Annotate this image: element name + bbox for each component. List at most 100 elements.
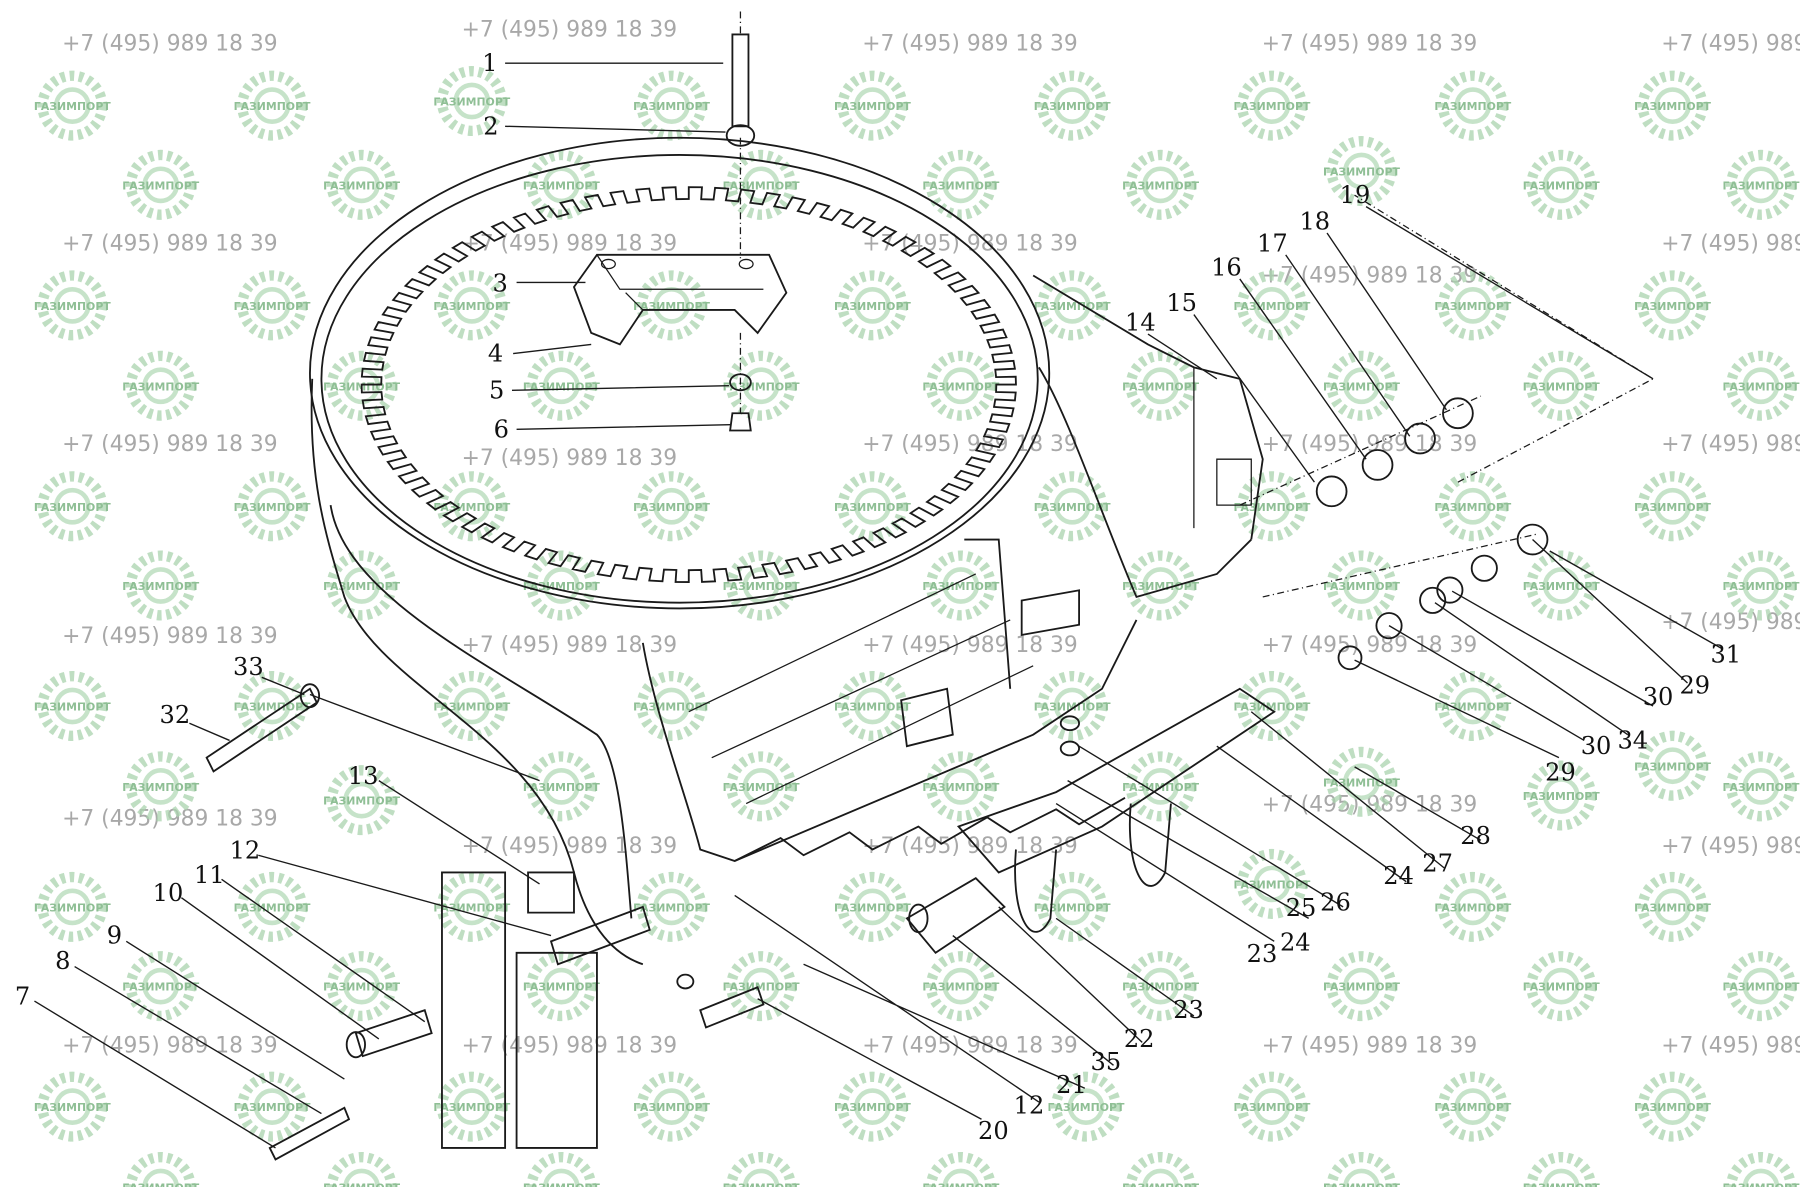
svg-text:ГАЗИМПОРТ: ГАЗИМПОРТ — [1434, 501, 1511, 514]
svg-text:ГАЗИМПОРТ: ГАЗИМПОРТ — [234, 901, 311, 914]
watermark-logo: ГАЗИМПОРТ — [523, 1151, 600, 1187]
svg-text:ГАЗИМПОРТ: ГАЗИМПОРТ — [1034, 701, 1111, 714]
watermark-logo: ГАЗИМПОРТ — [1234, 70, 1311, 141]
watermark-logo: ГАЗИМПОРТ — [1122, 149, 1200, 220]
watermark-logo: ГАЗИМПОРТ — [1523, 1151, 1600, 1187]
watermark-phone: +7 (495) 989 18 39 — [1262, 633, 1478, 658]
watermark-logo: ГАЗИМПОРТ — [1323, 350, 1400, 421]
part-label: 31 — [1710, 640, 1741, 668]
part-label: 30 — [1643, 683, 1674, 711]
watermark-phone: +7 (495) 989 18 39 — [62, 1034, 278, 1059]
svg-text:ГАЗИМПОРТ: ГАЗИМПОРТ — [323, 1182, 400, 1187]
part-label: 12 — [1014, 1092, 1045, 1120]
svg-text:ГАЗИМПОРТ: ГАЗИМПОРТ — [34, 300, 111, 313]
watermark-logo: ГАЗИМПОРТ — [122, 751, 200, 822]
part-label: 4 — [488, 340, 503, 368]
svg-text:ГАЗИМПОРТ: ГАЗИМПОРТ — [1723, 179, 1800, 192]
svg-text:ГАЗИМПОРТ: ГАЗИМПОРТ — [1034, 300, 1111, 313]
svg-text:ГАЗИМПОРТ: ГАЗИМПОРТ — [1434, 1101, 1511, 1114]
watermark-logo: ГАЗИМПОРТ — [1434, 1071, 1512, 1142]
part-label: 3 — [492, 270, 507, 298]
watermark-logo: ГАЗИМПОРТ — [723, 550, 800, 621]
watermark-logo: ГАЗИМПОРТ — [1523, 350, 1600, 421]
svg-text:ГАЗИМПОРТ: ГАЗИМПОРТ — [1723, 981, 1800, 994]
watermark-logo: ГАЗИМПОРТ — [633, 670, 711, 742]
watermark-phone: +7 (495) 989 18 39 — [862, 834, 1078, 859]
svg-text:ГАЗИМПОРТ: ГАЗИМПОРТ — [433, 300, 510, 313]
watermark-logo: ГАЗИМПОРТ — [633, 1071, 711, 1142]
svg-text:ГАЗИМПОРТ: ГАЗИМПОРТ — [34, 100, 111, 113]
watermark-logo: ГАЗИМПОРТ — [1122, 1151, 1200, 1187]
svg-text:ГАЗИМПОРТ: ГАЗИМПОРТ — [323, 179, 400, 192]
svg-text:ГАЗИМПОРТ: ГАЗИМПОРТ — [1234, 300, 1311, 313]
svg-text:ГАЗИМПОРТ: ГАЗИМПОРТ — [122, 179, 199, 192]
part-label: 7 — [15, 982, 30, 1010]
svg-text:ГАЗИМПОРТ: ГАЗИМПОРТ — [1234, 879, 1311, 892]
svg-text:ГАЗИМПОРТ: ГАЗИМПОРТ — [1122, 580, 1199, 593]
watermark-logo: ГАЗИМПОРТ — [323, 1151, 401, 1187]
watermark-logo: ГАЗИМПОРТ — [34, 670, 111, 742]
svg-text:ГАЗИМПОРТ: ГАЗИМПОРТ — [234, 501, 311, 514]
watermark-logo: ГАЗИМПОРТ — [234, 270, 311, 341]
watermark-logo: ГАЗИМПОРТ — [723, 350, 800, 421]
svg-text:ГАЗИМПОРТ: ГАЗИМПОРТ — [122, 781, 199, 794]
watermark-phone: +7 (495) 989 18 39 — [462, 446, 678, 471]
part-label: 25 — [1286, 894, 1317, 922]
svg-text:ГАЗИМПОРТ: ГАЗИМПОРТ — [834, 1101, 911, 1114]
svg-text:ГАЗИМПОРТ: ГАЗИМПОРТ — [1122, 1182, 1199, 1187]
watermark-logo: ГАЗИМПОРТ — [922, 149, 1000, 220]
watermark-logo: ГАЗИМПОРТ — [834, 871, 911, 942]
svg-text:ГАЗИМПОРТ: ГАЗИМПОРТ — [633, 300, 710, 313]
svg-text:ГАЗИМПОРТ: ГАЗИМПОРТ — [122, 981, 199, 994]
part-label: 6 — [494, 415, 509, 443]
watermark-layer: +7 (495) 989 18 39 +7 (495) 989 18 39 +7 (… — [34, 18, 1800, 1187]
part-label: 15 — [1166, 289, 1197, 317]
watermark-logo: ГАЗИМПОРТ — [1634, 471, 1712, 542]
svg-text:ГАЗИМПОРТ: ГАЗИМПОРТ — [1634, 1101, 1711, 1114]
svg-text:ГАЗИМПОРТ: ГАЗИМПОРТ — [1234, 701, 1311, 714]
watermark-logo: ГАЗИМПОРТ — [922, 951, 1000, 1022]
watermark-logo: ГАЗИМПОРТ — [1723, 751, 1800, 822]
part-label: 12 — [230, 837, 261, 865]
watermark-logo: ГАЗИМПОРТ — [34, 471, 111, 542]
svg-text:ГАЗИМПОРТ: ГАЗИМПОРТ — [234, 100, 311, 113]
part-label: 29 — [1679, 671, 1710, 699]
svg-text:ГАЗИМПОРТ: ГАЗИМПОРТ — [433, 96, 510, 109]
watermark-logo: ГАЗИМПОРТ — [1034, 70, 1111, 141]
watermark-logo: ГАЗИМПОРТ — [834, 471, 911, 542]
watermark-logo: ГАЗИМПОРТ — [1523, 550, 1600, 621]
svg-text:ГАЗИМПОРТ: ГАЗИМПОРТ — [834, 901, 911, 914]
watermark-logo: ГАЗИМПОРТ — [34, 270, 111, 341]
svg-text:ГАЗИМПОРТ: ГАЗИМПОРТ — [523, 380, 600, 393]
part-label: 27 — [1422, 849, 1453, 877]
svg-text:ГАЗИМПОРТ: ГАЗИМПОРТ — [922, 1182, 999, 1187]
part-label: 23 — [1173, 996, 1204, 1024]
watermark-logo: ГАЗИМПОРТ — [1634, 730, 1712, 801]
part-label: 23 — [1247, 940, 1278, 968]
svg-text:ГАЗИМПОРТ: ГАЗИМПОРТ — [922, 380, 999, 393]
svg-text:ГАЗИМПОРТ: ГАЗИМПОРТ — [34, 501, 111, 514]
svg-text:ГАЗИМПОРТ: ГАЗИМПОРТ — [834, 100, 911, 113]
svg-text:ГАЗИМПОРТ: ГАЗИМПОРТ — [1323, 166, 1400, 179]
svg-text:ГАЗИМПОРТ: ГАЗИМПОРТ — [1723, 580, 1800, 593]
svg-text:ГАЗИМПОРТ: ГАЗИМПОРТ — [323, 795, 400, 808]
watermark-logo: ГАЗИМПОРТ — [34, 1071, 111, 1142]
part-label: 32 — [160, 701, 191, 729]
part-label: 21 — [1056, 1071, 1087, 1099]
svg-text:ГАЗИМПОРТ: ГАЗИМПОРТ — [922, 781, 999, 794]
svg-text:ГАЗИМПОРТ: ГАЗИМПОРТ — [723, 580, 800, 593]
part-label: 35 — [1091, 1048, 1122, 1076]
ring-gear-teeth — [360, 186, 1017, 583]
svg-text:ГАЗИМПОРТ: ГАЗИМПОРТ — [922, 580, 999, 593]
svg-text:ГАЗИМПОРТ: ГАЗИМПОРТ — [122, 380, 199, 393]
part-label: 24 — [1383, 862, 1414, 890]
watermark-phone: +7 (495) 989 18 39 — [862, 432, 1078, 457]
watermark-logo: ГАЗИМПОРТ — [122, 350, 200, 421]
watermark-logo: ГАЗИМПОРТ — [1723, 550, 1800, 621]
watermark-logo: ГАЗИМПОРТ — [122, 951, 200, 1022]
svg-text:ГАЗИМПОРТ: ГАЗИМПОРТ — [1323, 981, 1400, 994]
watermark-logo: ГАЗИМПОРТ — [1234, 848, 1311, 919]
watermark-logo: ГАЗИМПОРТ — [234, 1071, 311, 1142]
watermark-logo: ГАЗИМПОРТ — [1122, 350, 1200, 421]
